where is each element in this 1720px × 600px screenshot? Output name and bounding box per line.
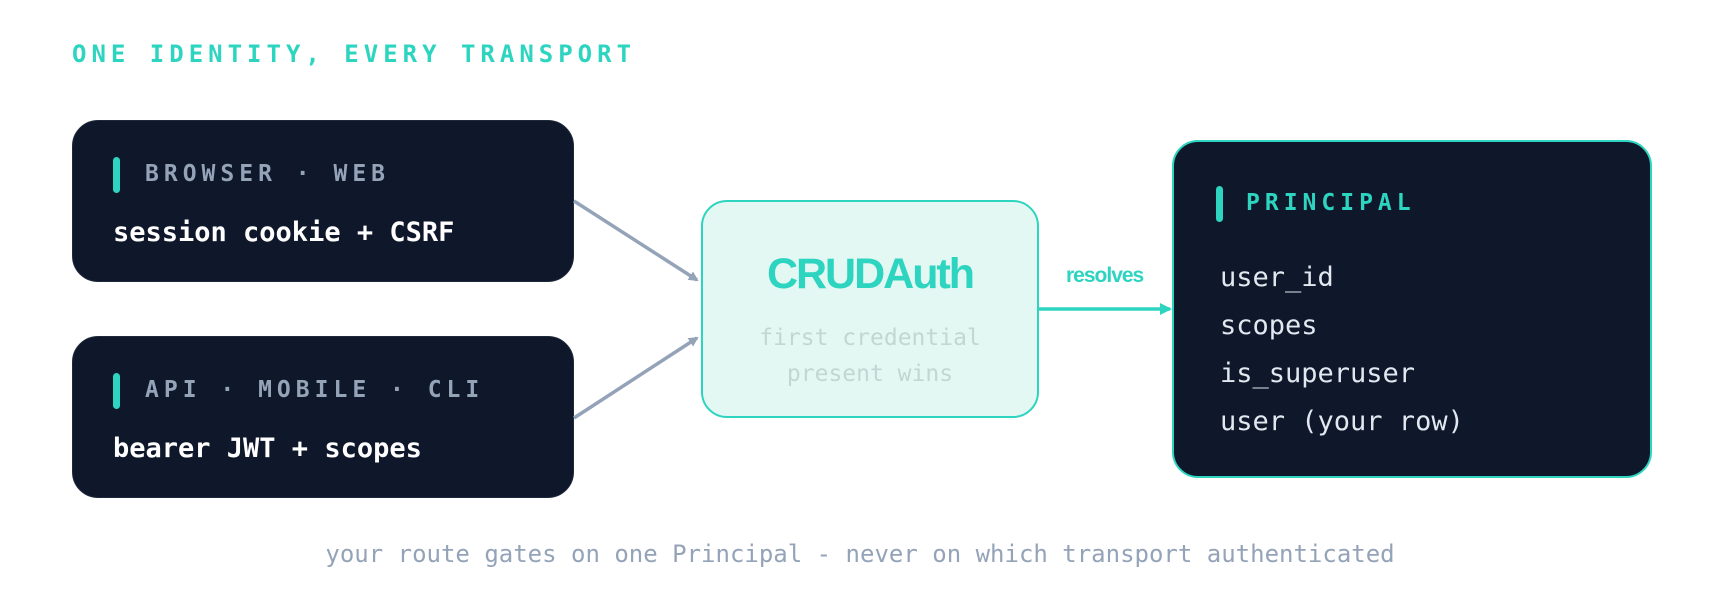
principal-field: scopes bbox=[1220, 310, 1318, 341]
hub-subtitle-line: present wins bbox=[786, 361, 954, 387]
bearer-jwt-credential: bearer JWT + scopes bbox=[113, 433, 422, 464]
browser-web-kicker: BROWSER · WEB bbox=[145, 161, 391, 187]
principal-field: user_id bbox=[1220, 262, 1334, 293]
crudauth-hub: CRUDAuth first credential present wins bbox=[701, 200, 1039, 418]
footer-caption: your route gates on one Principal - neve… bbox=[325, 540, 1395, 568]
hub-subtitle-line: first credential bbox=[759, 325, 981, 351]
api-to-hub-arrow bbox=[573, 336, 699, 420]
api-mobile-cli-kicker: API · MOBILE · CLI bbox=[145, 377, 485, 403]
session-cookie-credential: session cookie + CSRF bbox=[113, 217, 455, 248]
principal-kicker: PRINCIPAL bbox=[1246, 190, 1416, 216]
accent-bar bbox=[113, 157, 120, 193]
accent-bar bbox=[113, 373, 120, 409]
hub-title: CRUDAuth bbox=[766, 250, 975, 298]
hub-subtitle: first credential present wins bbox=[703, 320, 1037, 392]
principal-field: is_superuser bbox=[1220, 358, 1416, 389]
browser-to-hub-arrow bbox=[573, 199, 699, 282]
principal-card: PRINCIPAL user_id scopes is_superuser us… bbox=[1172, 140, 1652, 478]
diagram-heading: ONE IDENTITY, EVERY TRANSPORT bbox=[72, 40, 637, 68]
resolves-label: resolves bbox=[1066, 264, 1144, 287]
browser-web-card: BROWSER · WEB session cookie + CSRF bbox=[72, 120, 574, 282]
principal-field: user (your row) bbox=[1220, 406, 1464, 437]
api-mobile-cli-card: API · MOBILE · CLI bearer JWT + scopes bbox=[72, 336, 574, 498]
accent-bar bbox=[1216, 186, 1223, 222]
principal-field-list: user_id scopes is_superuser user (your r… bbox=[1220, 254, 1464, 446]
